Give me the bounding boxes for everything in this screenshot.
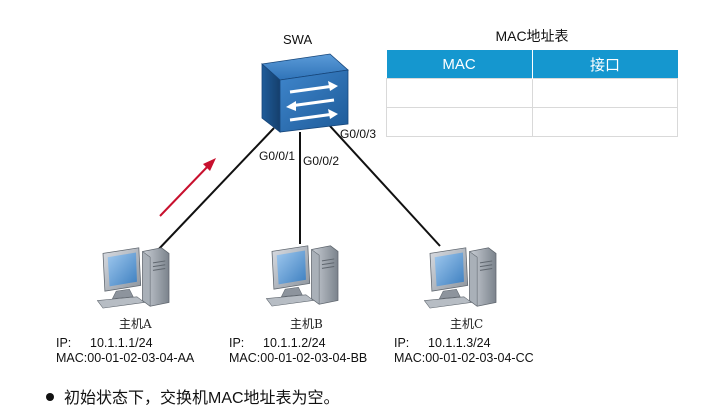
switch-icon	[261, 53, 349, 133]
host-c-computer-icon	[423, 247, 497, 309]
table-row	[386, 78, 678, 108]
table-cell	[386, 78, 533, 108]
table-cell	[386, 107, 533, 137]
host-a-mac: MAC:00-01-02-03-04-AA	[56, 351, 195, 365]
host-b-computer-icon	[265, 245, 339, 307]
host-c-ip-label: IP:	[394, 336, 410, 350]
host-b-mac: MAC:00-01-02-03-04-BB	[229, 351, 368, 365]
host-a-ip: 10.1.1.1/24	[90, 336, 153, 350]
switch-name: SWA	[283, 32, 312, 47]
host-c-name: 主机C	[450, 317, 483, 331]
host-b-ip-label: IP:	[229, 336, 245, 350]
link-g0-0-1	[155, 127, 275, 253]
port-label-g0-0-1: G0/0/1	[259, 149, 295, 163]
host-c-mac: MAC:00-01-02-03-04-CC	[394, 351, 534, 365]
links	[155, 125, 441, 253]
host-c-info: IP: 10.1.1.3/24 MAC:00-01-02-03-04-CC	[394, 336, 534, 366]
note-text: 初始状态下，交换机MAC地址表为空。	[64, 390, 340, 407]
host-a-info: IP: 10.1.1.1/24 MAC:00-01-02-03-04-AA	[56, 336, 194, 366]
link-g0-0-3	[329, 125, 441, 247]
table-row	[386, 107, 678, 137]
mac-column-header: MAC	[386, 50, 532, 79]
host-b-ip: 10.1.1.2/24	[263, 336, 326, 350]
host-a-ip-label: IP:	[56, 336, 72, 350]
table-cell	[531, 107, 678, 137]
bullet-note: 初始状态下，交换机MAC地址表为空。	[46, 384, 340, 408]
port-label-g0-0-2: G0/0/2	[303, 154, 339, 168]
mac-address-table: MAC 接口	[386, 50, 678, 137]
host-a-computer-icon	[96, 247, 170, 309]
host-a-name: 主机A	[119, 317, 152, 331]
interface-column-header: 接口	[531, 50, 678, 79]
frame-direction-arrow	[159, 158, 216, 217]
mac-table-title: MAC地址表	[495, 28, 569, 44]
mac-table-header-row: MAC 接口	[386, 50, 678, 79]
bullet-icon	[46, 392, 54, 401]
port-label-g0-0-3: G0/0/3	[340, 127, 376, 141]
table-cell	[531, 78, 678, 108]
host-b-name: 主机B	[290, 317, 323, 331]
host-c-ip: 10.1.1.3/24	[428, 336, 491, 350]
host-b-info: IP: 10.1.1.2/24 MAC:00-01-02-03-04-BB	[229, 336, 367, 366]
